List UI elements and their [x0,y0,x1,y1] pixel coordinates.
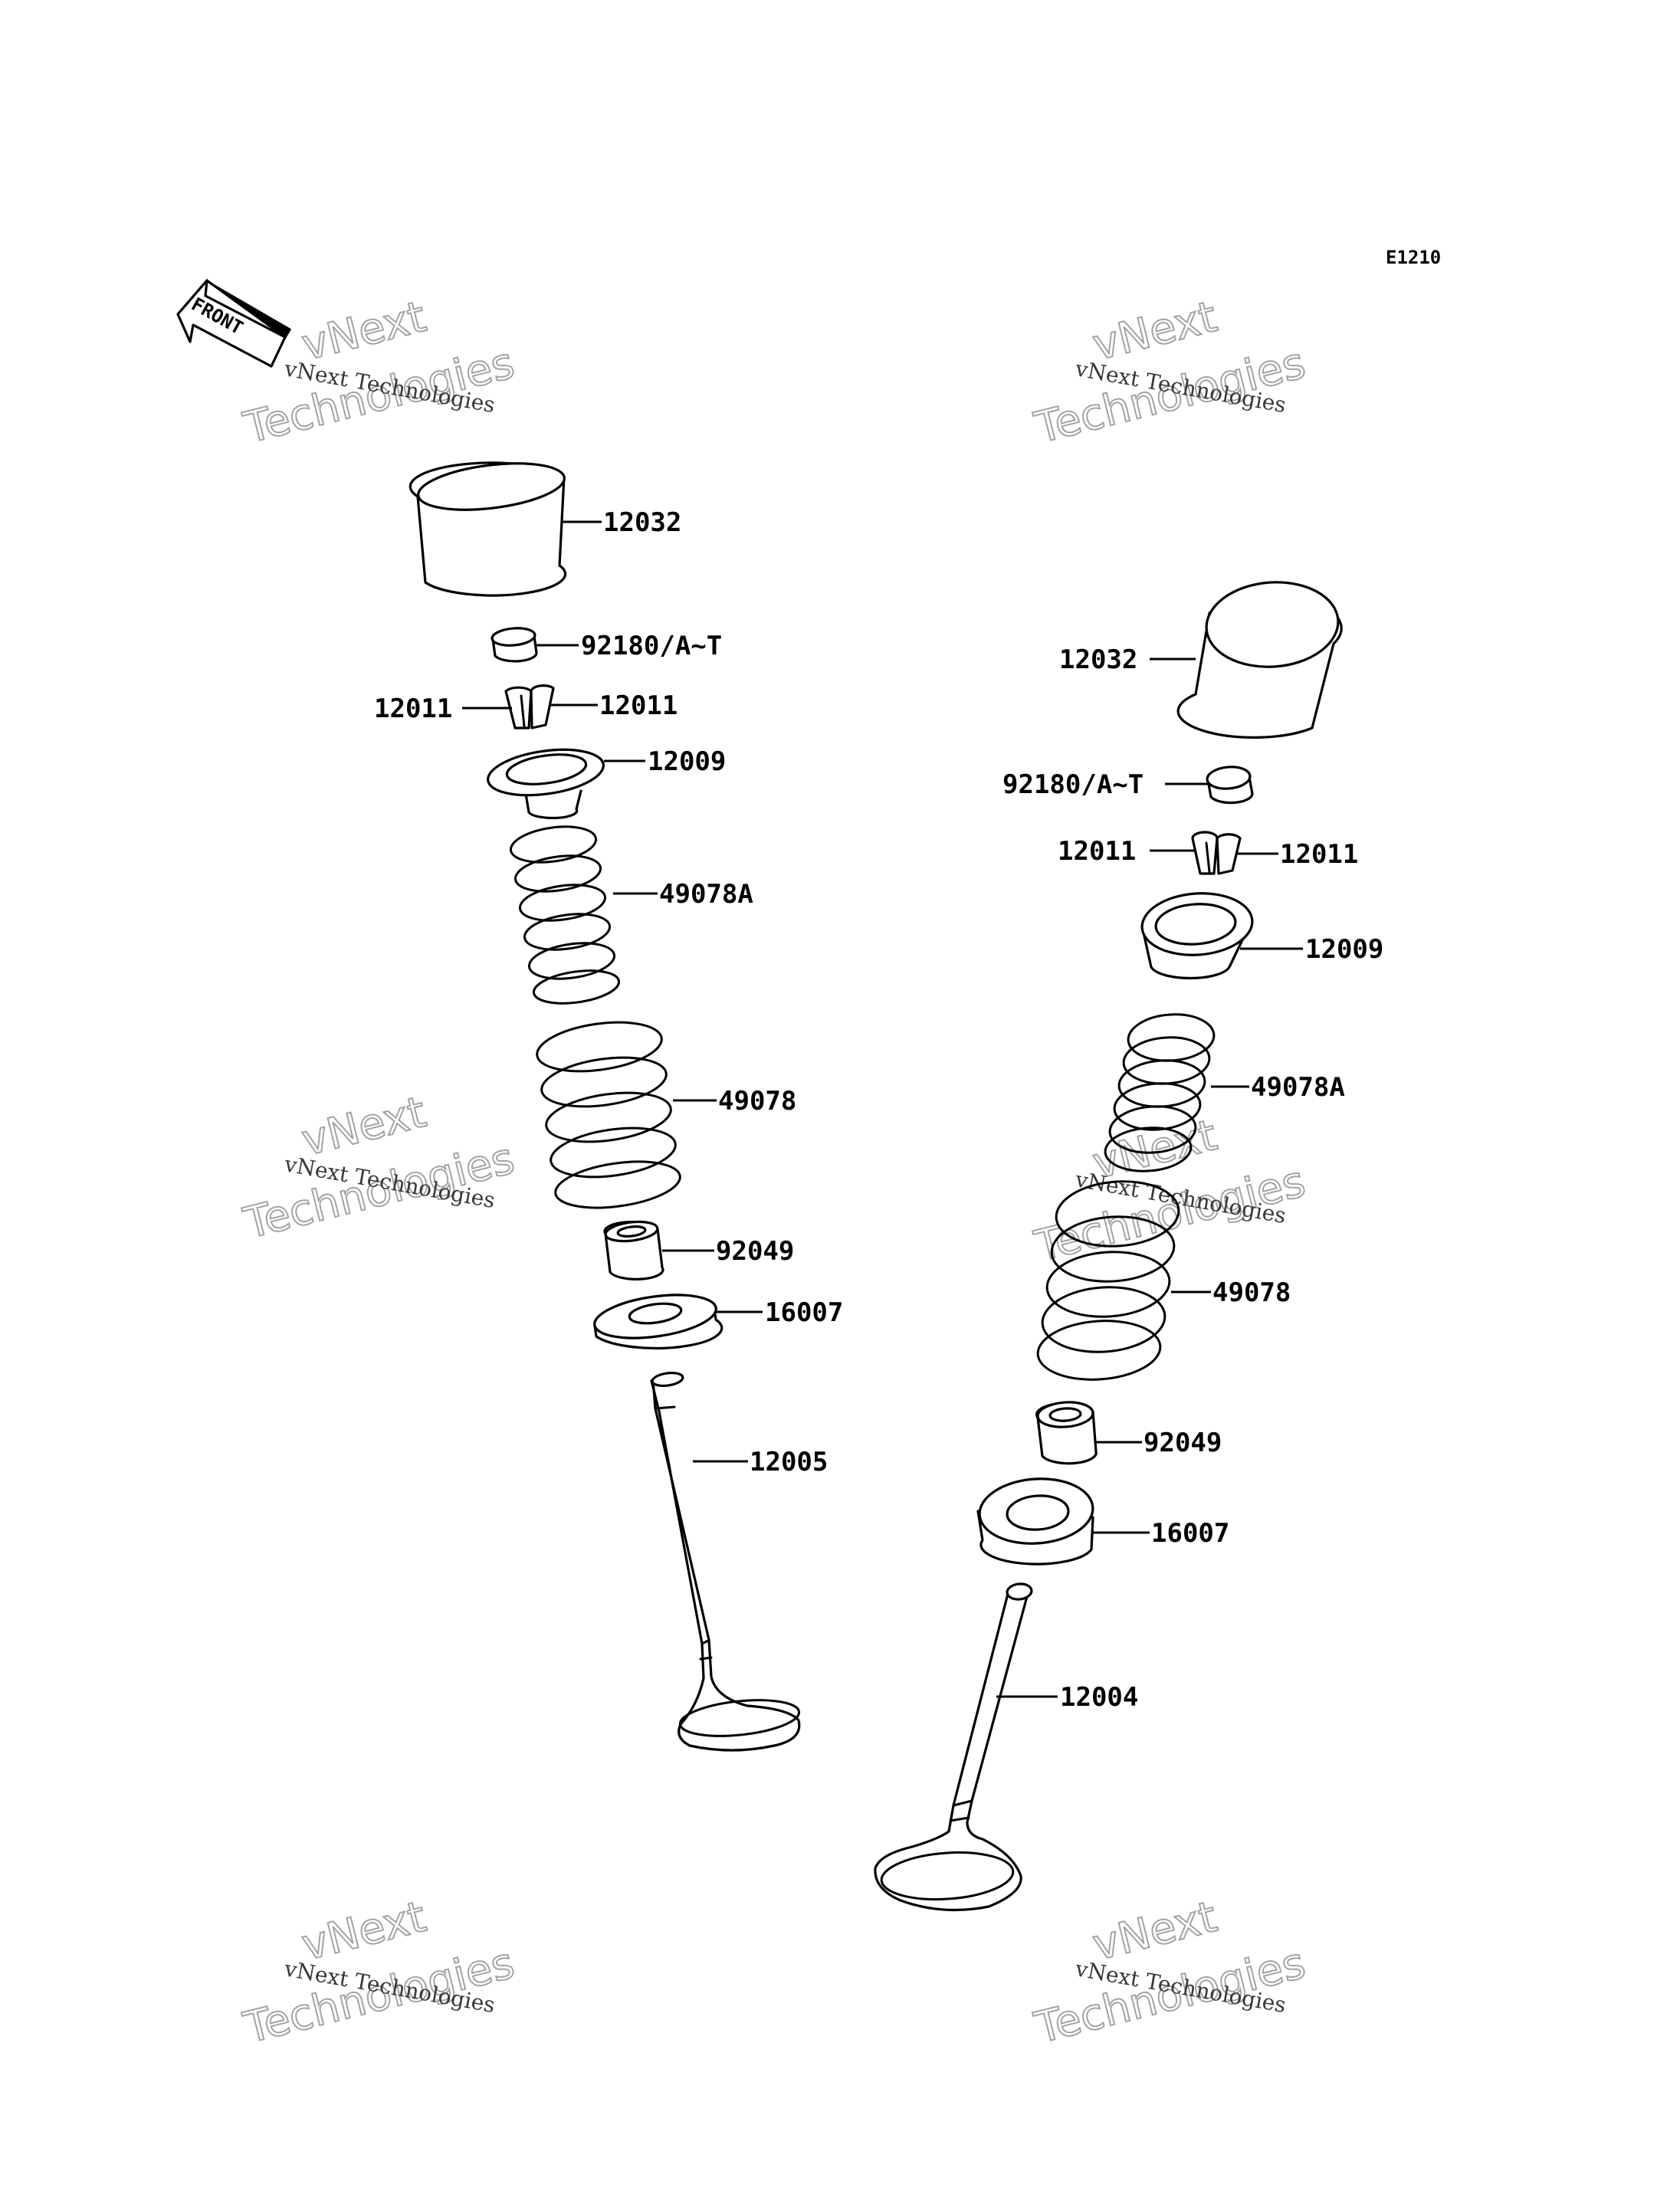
right-assembly: 12032 92180/A~T 12011 12011 12009 [874,581,1383,1912]
watermark-bottom-left: vNext Technologies vNext Technologies [238,1891,520,2054]
right-shim-label: 92180/A~T [1002,769,1144,800]
left-seat: 16007 [593,1294,843,1349]
watermark-mid-right: vNext Technologies vNext Technologies [1029,1110,1311,1273]
right-tappet-label: 12032 [1059,644,1137,675]
right-retainer-label: 12009 [1305,934,1383,965]
right-retainer: 12009 [1140,892,1383,980]
svg-text:vNext: vNext [1088,1892,1222,1971]
right-cotter-left-label: 12011 [1058,836,1136,867]
left-shim: 92180/A~T [491,627,722,663]
diagram-code: E1210 [1386,247,1441,268]
svg-text:vNext: vNext [297,292,431,371]
right-valve-label: 12004 [1060,1682,1138,1713]
right-outer-spring: 49078 [1036,1180,1291,1381]
right-valve: 12004 [874,1582,1138,1912]
left-retainer-label: 12009 [648,746,726,777]
right-cotter-right-label: 12011 [1280,839,1358,870]
svg-text:vNext: vNext [1088,292,1222,371]
right-shim: 92180/A~T [1002,766,1254,805]
left-seat-label: 16007 [765,1297,843,1328]
left-tappet: 12032 [409,461,681,597]
left-assembly: 12032 92180/A~T 12011 12011 12009 [374,461,843,1752]
front-arrow-icon: FRONT [176,279,291,368]
right-seat: 16007 [976,1477,1229,1566]
left-tappet-label: 12032 [603,507,681,538]
right-seal: 92049 [1035,1401,1222,1465]
left-cotters: 12011 12011 [374,684,678,730]
watermark-top-left: vNext Technologies vNext Technologies [238,291,520,454]
watermark-mid-left: vNext Technologies vNext Technologies [238,1087,520,1250]
left-retainer: 12009 [487,746,726,820]
right-tappet: 12032 [1059,581,1343,739]
watermark-bottom-right: vNext Technologies vNext Technologies [1029,1891,1311,2054]
right-outer-spring-label: 49078 [1212,1277,1291,1308]
right-cotters: 12011 12011 [1058,831,1358,875]
right-seat-label: 16007 [1151,1518,1229,1549]
left-outer-spring: 49078 [536,1021,796,1209]
right-inner-spring-label: 49078A [1251,1072,1345,1103]
right-seal-label: 92049 [1144,1428,1222,1458]
svg-text:vNext: vNext [297,1087,431,1166]
left-seal: 92049 [603,1220,794,1280]
right-inner-spring: 49078A [1104,1013,1345,1172]
left-cotter-left-label: 12011 [374,694,452,724]
svg-text:vNext: vNext [297,1892,431,1971]
left-seal-label: 92049 [716,1236,794,1267]
left-inner-spring-label: 49078A [659,879,753,910]
left-cotter-right-label: 12011 [599,690,678,721]
watermark-top-right: vNext Technologies vNext Technologies [1029,291,1311,454]
left-outer-spring-label: 49078 [718,1086,796,1117]
left-shim-label: 92180/A~T [581,631,722,661]
left-inner-spring: 49078A [509,825,753,1005]
left-valve: 12005 [650,1372,828,1752]
left-valve-label: 12005 [750,1447,828,1477]
